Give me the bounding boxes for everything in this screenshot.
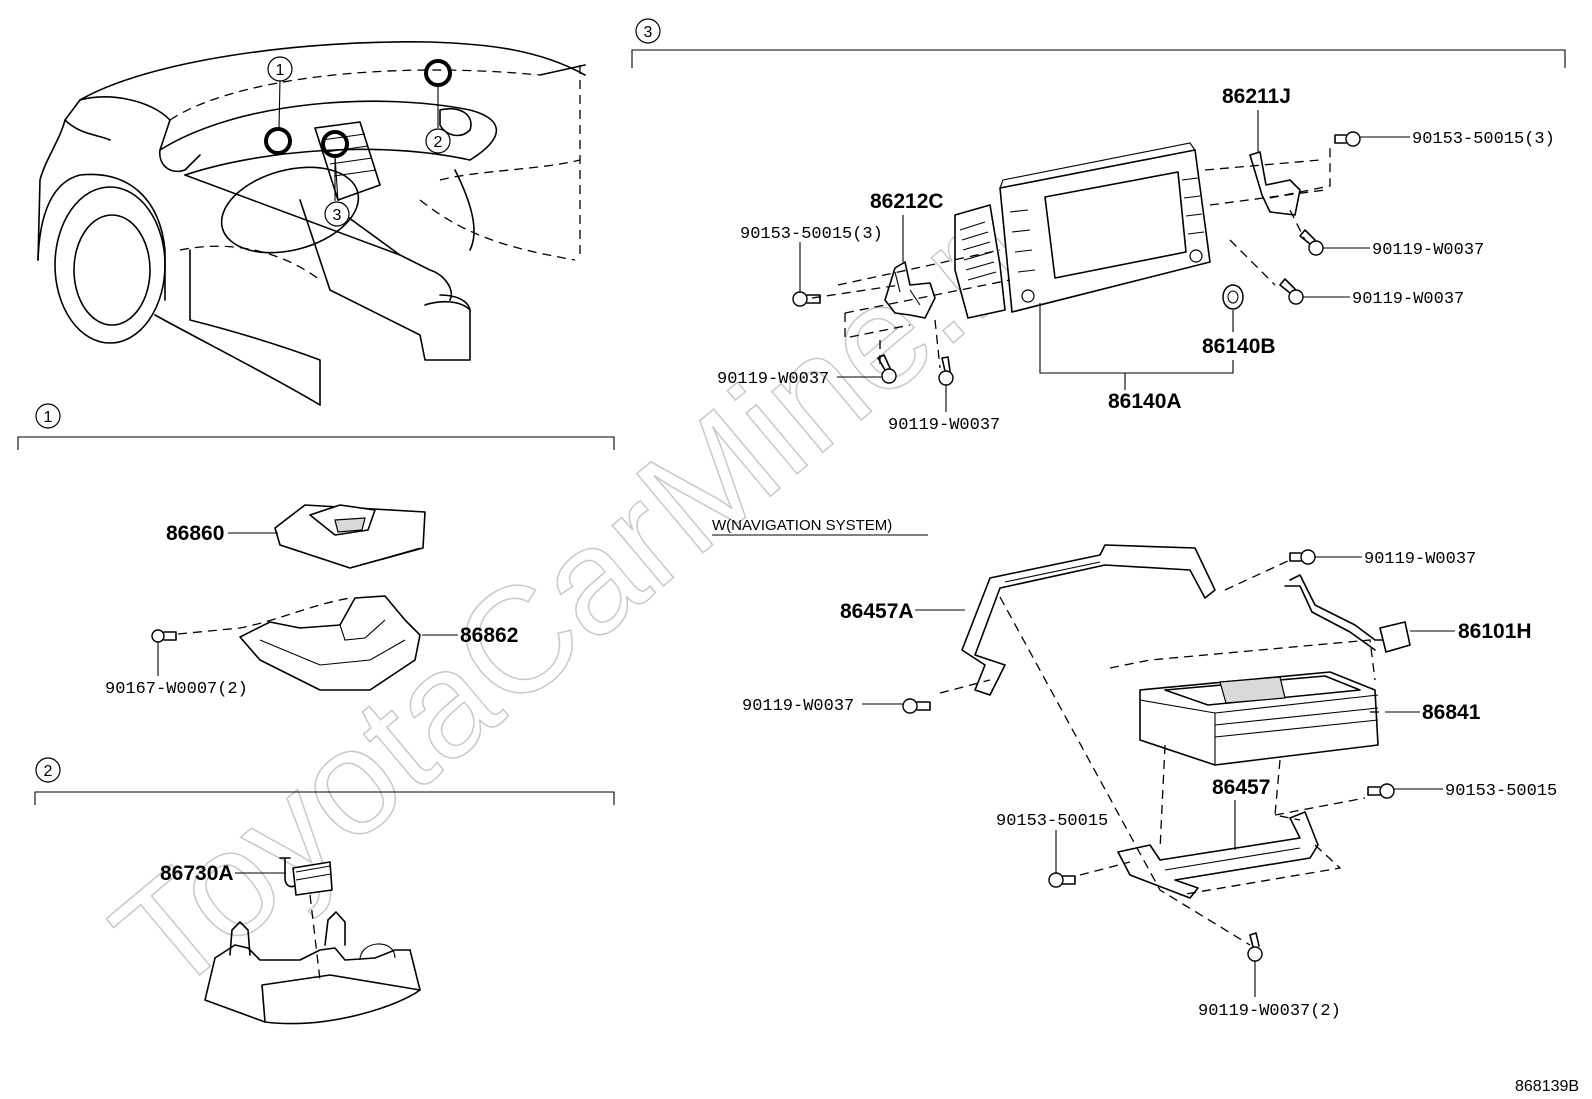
part-86862-bracket xyxy=(239,595,421,691)
label-86140B: 86140B xyxy=(1202,335,1276,358)
overhead-console-housing xyxy=(204,894,421,1025)
bolt-90153-right-icon xyxy=(1334,131,1361,147)
label-86212C: 86212C xyxy=(870,190,944,213)
section-2-number: 2 xyxy=(44,763,53,780)
bolt-90119-a-icon xyxy=(1299,229,1324,256)
label-90153-3-left: 90153-50015(3) xyxy=(740,225,883,244)
label-90119-e: 90119-W0037 xyxy=(1364,550,1476,569)
label-86457: 86457 xyxy=(1212,776,1270,799)
part-86730A-sensor xyxy=(279,857,333,896)
label-86841: 86841 xyxy=(1422,701,1481,724)
label-86101H: 86101H xyxy=(1458,620,1532,643)
part-86860-module xyxy=(274,504,426,569)
part-86140A-display xyxy=(954,142,1211,319)
section-2: 2 86730A xyxy=(34,757,615,1025)
bolt-90119-e-icon xyxy=(1289,549,1316,565)
part-86140B-knob xyxy=(1222,284,1244,310)
label-90153-a: 90153-50015 xyxy=(1445,782,1557,801)
bolt-90153-b-icon xyxy=(1048,872,1076,888)
label-86862: 86862 xyxy=(460,624,518,647)
label-90119-f: 90119-W0037 xyxy=(742,697,854,716)
callout-1: 1 xyxy=(267,56,293,82)
car-interior-overview: 1 2 3 xyxy=(37,41,586,406)
label-90167: 90167-W0007(2) xyxy=(105,680,248,699)
callout-1-number: 1 xyxy=(276,62,285,79)
bolt-90119-f-icon xyxy=(902,698,931,714)
label-90119-a: 90119-W0037 xyxy=(1372,241,1484,260)
bolt-90119-c-icon xyxy=(877,354,897,384)
part-86211J-bracket xyxy=(1249,151,1301,216)
callout-3-number: 3 xyxy=(333,207,342,224)
bolt-90119-b-icon xyxy=(1279,278,1304,305)
part-86212C-bracket xyxy=(884,261,936,319)
label-90153-3-right: 90153-50015(3) xyxy=(1412,130,1555,149)
section-1: 1 86860 86862 90167-W0007(2) xyxy=(17,403,615,699)
label-90119-c: 90119-W0037 xyxy=(717,370,829,389)
label-86860: 86860 xyxy=(166,522,224,545)
callout-2: 2 xyxy=(425,128,451,154)
bolt-90153-a-icon xyxy=(1367,783,1395,799)
part-86101H-cable xyxy=(1284,574,1411,653)
callout-2-number: 2 xyxy=(434,134,443,151)
part-86457A-bracket xyxy=(961,544,1216,696)
bolt-90119-2-icon xyxy=(1247,932,1263,962)
navigation-system-section: W(NAVIGATION SYSTEM) 86457A 86101H 86841 xyxy=(712,517,1557,1021)
label-90119-d: 90119-W0037 xyxy=(888,416,1000,435)
section-1-number: 1 xyxy=(44,409,53,426)
section-3: 3 86212C 86211J xyxy=(631,18,1566,435)
diagram-reference: 868139B xyxy=(1515,1078,1579,1095)
nav-heading: W(NAVIGATION SYSTEM) xyxy=(712,517,892,534)
label-90153-b: 90153-50015 xyxy=(996,812,1108,831)
label-90119-2: 90119-W0037(2) xyxy=(1198,1002,1341,1021)
watermark: ToyotaCarMine.ru xyxy=(82,134,1098,1025)
watermark-text: ToyotaCarMine.ru xyxy=(83,135,1098,1025)
part-86457-bracket xyxy=(1117,811,1319,899)
section-3-number: 3 xyxy=(644,24,653,41)
label-86457A: 86457A xyxy=(840,600,914,623)
label-86211J: 86211J xyxy=(1222,85,1291,108)
label-86140A: 86140A xyxy=(1108,390,1182,413)
label-86730A: 86730A xyxy=(160,862,234,885)
callout-3: 3 xyxy=(324,201,350,227)
label-90119-b: 90119-W0037 xyxy=(1352,290,1464,309)
part-86841-nav-module xyxy=(1139,671,1379,766)
bolt-90167-icon xyxy=(151,629,177,643)
